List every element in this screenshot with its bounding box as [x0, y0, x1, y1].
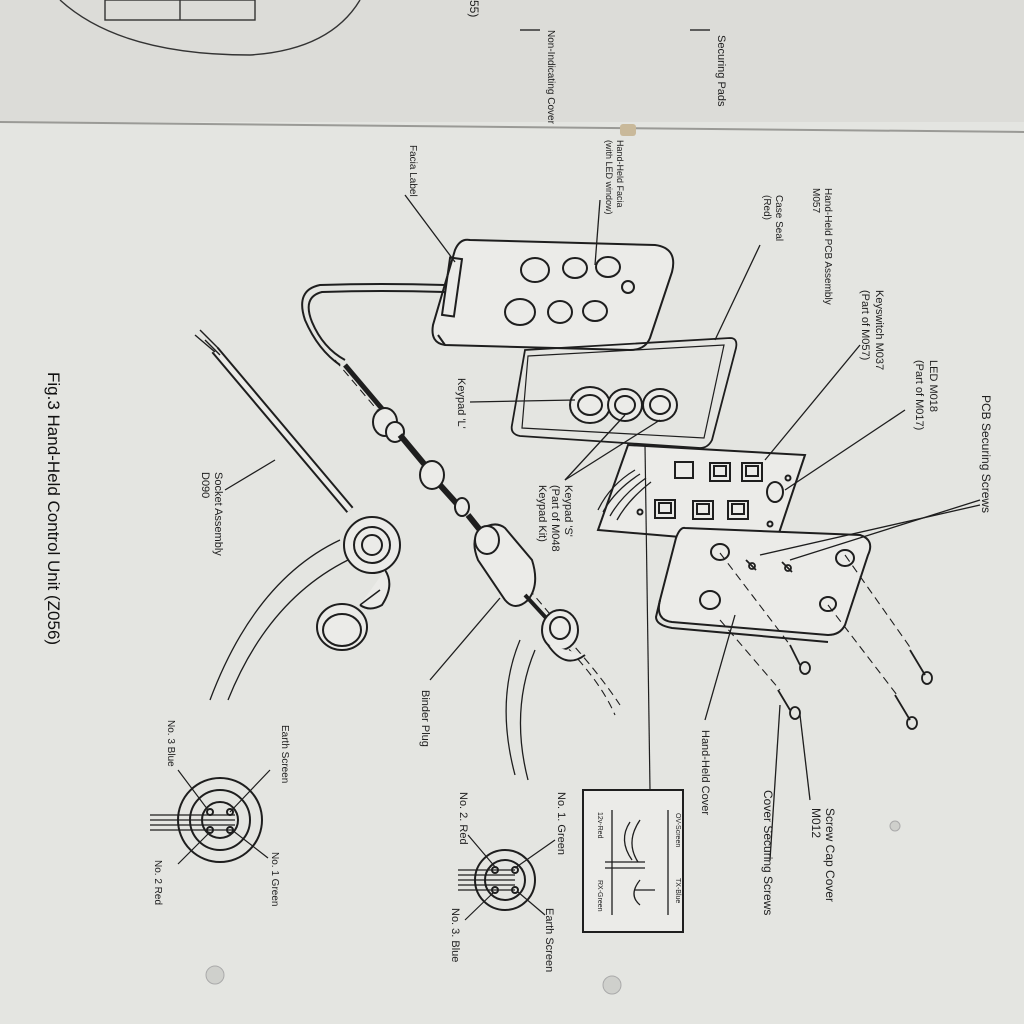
inset-tx-blue: TX-Blue	[674, 878, 681, 903]
label-keypad-s-part: (Part of M048	[549, 485, 561, 552]
label-facia-label: Facia Label	[407, 145, 418, 197]
label-no1-green-right: No. 1. Green	[555, 792, 567, 855]
inset-wiring	[605, 810, 669, 915]
binder-plug-assembly	[343, 363, 586, 662]
plug-pinout	[458, 834, 556, 921]
wiring-inset	[582, 789, 684, 933]
diagram-art	[150, 238, 933, 933]
label-m012: M012	[809, 808, 823, 838]
label-with-led-window: (with LED window)	[604, 140, 614, 215]
label-non-indicating-cover: Non-Indicating Cover	[545, 30, 556, 125]
binder-clip	[620, 124, 636, 136]
label-no3-blue-left: No. 3 Blue	[165, 720, 176, 767]
inset-12v-red: 12v-Red	[596, 812, 603, 839]
facia-cable	[301, 283, 446, 366]
label-earth-screen-left: Earth Screen	[279, 725, 290, 783]
label-no2-red-left: No. 2 Red	[152, 860, 163, 905]
page-fold	[0, 121, 1024, 133]
label-hand-held-pcb: Hand-Held PCB Assembly	[822, 188, 833, 305]
label-earth-screen-right: Earth Screen	[543, 908, 555, 972]
pcb-mount-holes	[636, 474, 792, 528]
figure-caption: Fig.3 Hand-Held Control Unit (Z056)	[44, 372, 63, 645]
label-no2-red-right: No. 2. Red	[457, 792, 469, 845]
cover-bosses	[699, 543, 855, 612]
leader-lines	[224, 194, 981, 861]
label-led-part: (Part of M017)	[913, 360, 925, 430]
label-screw-cap-cover: Screw Cap Cover	[823, 808, 837, 902]
socket-pinout	[150, 769, 271, 865]
pcb-keyswitches	[654, 461, 763, 520]
label-d090: D090	[199, 472, 211, 498]
hole-punches	[205, 820, 901, 995]
pcb-led	[766, 481, 784, 503]
case-seal	[510, 337, 738, 449]
facia-label-strip	[440, 256, 464, 318]
label-top-fragment: 55)	[467, 0, 481, 17]
label-cover-securing-screws: Cover Securing Screws	[761, 790, 775, 915]
keypad-l	[569, 386, 678, 424]
label-binder-plug: Binder Plug	[419, 690, 431, 747]
label-securing-pads: Securing Pads	[715, 35, 727, 107]
socket-assembly	[194, 329, 401, 651]
label-keyswitch: Keyswitch M037	[873, 290, 885, 370]
label-socket-assembly: Socket Assembly	[212, 472, 224, 556]
label-hand-held-facia: Hand-Held Facia	[615, 140, 625, 208]
upper-page-fragment	[59, 0, 710, 56]
label-no1-green-left: No. 1 Green	[269, 852, 280, 906]
label-case-seal-red: (Red)	[761, 195, 772, 220]
label-keypad-kit: Keypad Kit)	[536, 485, 548, 542]
label-led: LED M018	[927, 360, 939, 412]
facia-button-holes	[504, 256, 635, 326]
label-keypad-l: Keypad 'L'	[455, 378, 467, 429]
inset-rx-green: RX-Green	[596, 880, 603, 912]
label-group: 55) Securing Pads Non-Indicating Cover F…	[44, 0, 993, 972]
label-keyswitch-part: (Part of M057)	[859, 290, 871, 360]
upper-page	[0, 0, 1024, 128]
pcb-screws	[745, 559, 793, 573]
label-keypad-s: Keypad 'S'	[562, 485, 574, 537]
label-pcb-securing-screws: PCB Securing Screws	[979, 395, 993, 513]
hand-held-facia	[431, 238, 675, 352]
label-case-seal: Case Seal	[773, 195, 784, 241]
label-m057: M057	[810, 188, 821, 213]
cover-screws	[777, 644, 933, 730]
label-hand-held-cover: Hand-Held Cover	[699, 730, 711, 815]
inset-ov-screen: OV-Screen	[674, 813, 681, 847]
label-no3-blue-right: No. 3. Blue	[449, 908, 461, 962]
